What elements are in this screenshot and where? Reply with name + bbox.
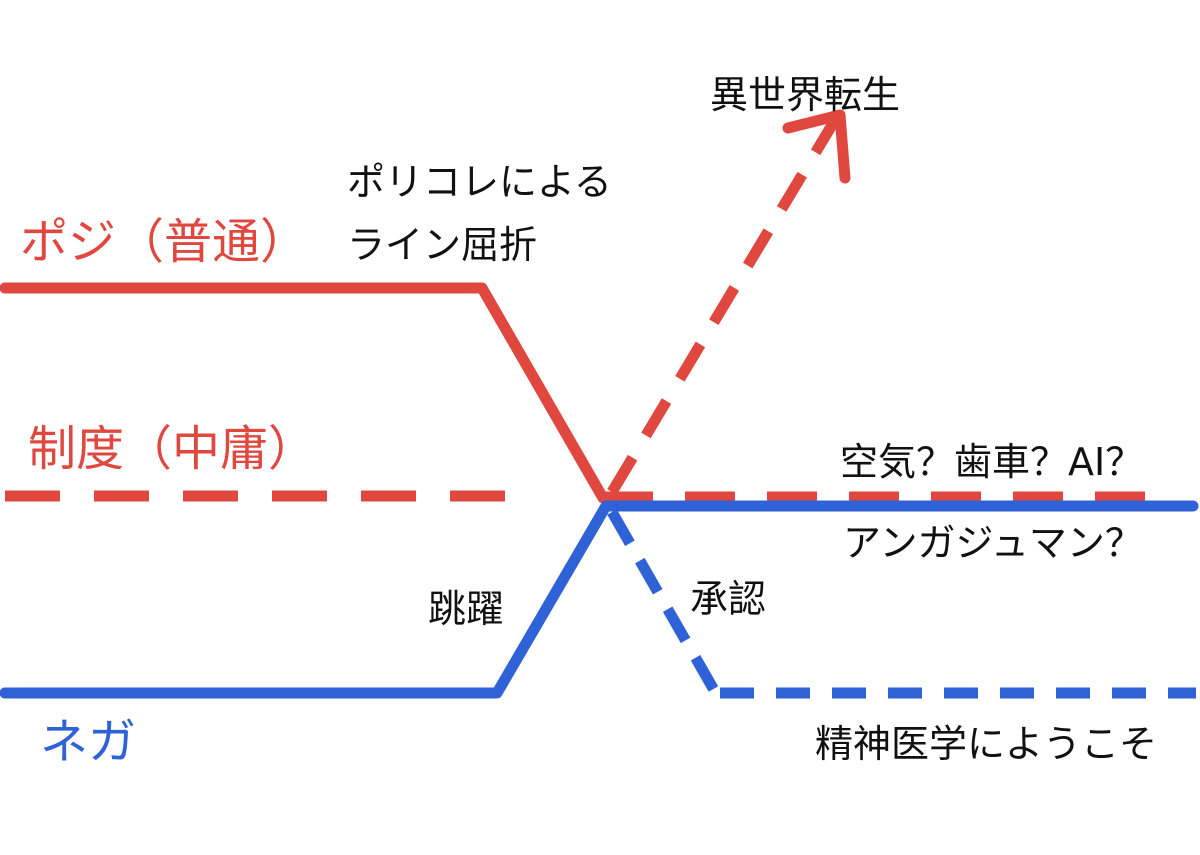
pc-label-line1: ポリコレによる — [347, 160, 612, 204]
approval-line — [607, 509, 719, 693]
isekai-arrowhead — [782, 109, 851, 184]
positive-label: ポジ（普通） — [20, 214, 308, 270]
negative-line — [0, 500, 1199, 699]
negative-label: ネガ — [40, 714, 136, 770]
isekai-arrow-line — [607, 117, 840, 495]
approval-label: 承認 — [690, 577, 766, 621]
air-gear-ai-label: 空気？歯車？AI？ — [840, 440, 1143, 484]
institution-label: 制度（中庸） — [28, 421, 316, 477]
psychiatry-label: 精神医学にようこそ — [815, 722, 1157, 766]
pc-label-line2: ライン屈折 — [347, 223, 537, 267]
leap-label: 跳躍 — [428, 587, 504, 631]
anpanman-label: アンガジュマン？ — [843, 521, 1143, 565]
isekai-label: 異世界転生 — [710, 73, 900, 117]
positive-line — [0, 282, 609, 504]
